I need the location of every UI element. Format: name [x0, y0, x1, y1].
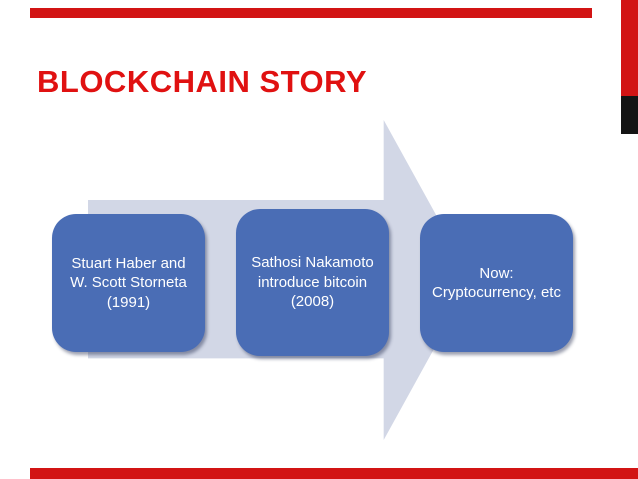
step-label-1: Stuart Haber and W. Scott Storneta (1991… [70, 254, 187, 311]
right-accent-bar-red [621, 0, 638, 96]
step-label-2: Sathosi Nakamoto introduce bitcoin (2008… [251, 254, 374, 311]
step-label-3: Now: Cryptocurrency, etc [432, 264, 561, 302]
step-box-1: Stuart Haber and W. Scott Storneta (1991… [52, 214, 205, 352]
step-box-3: Now: Cryptocurrency, etc [420, 214, 573, 352]
bottom-accent-bar [30, 468, 638, 479]
top-accent-bar [30, 8, 592, 18]
step-box-2: Sathosi Nakamoto introduce bitcoin (2008… [236, 209, 389, 356]
slide-title: BLOCKCHAIN STORY [37, 64, 368, 99]
right-accent-bar-black [621, 96, 638, 134]
